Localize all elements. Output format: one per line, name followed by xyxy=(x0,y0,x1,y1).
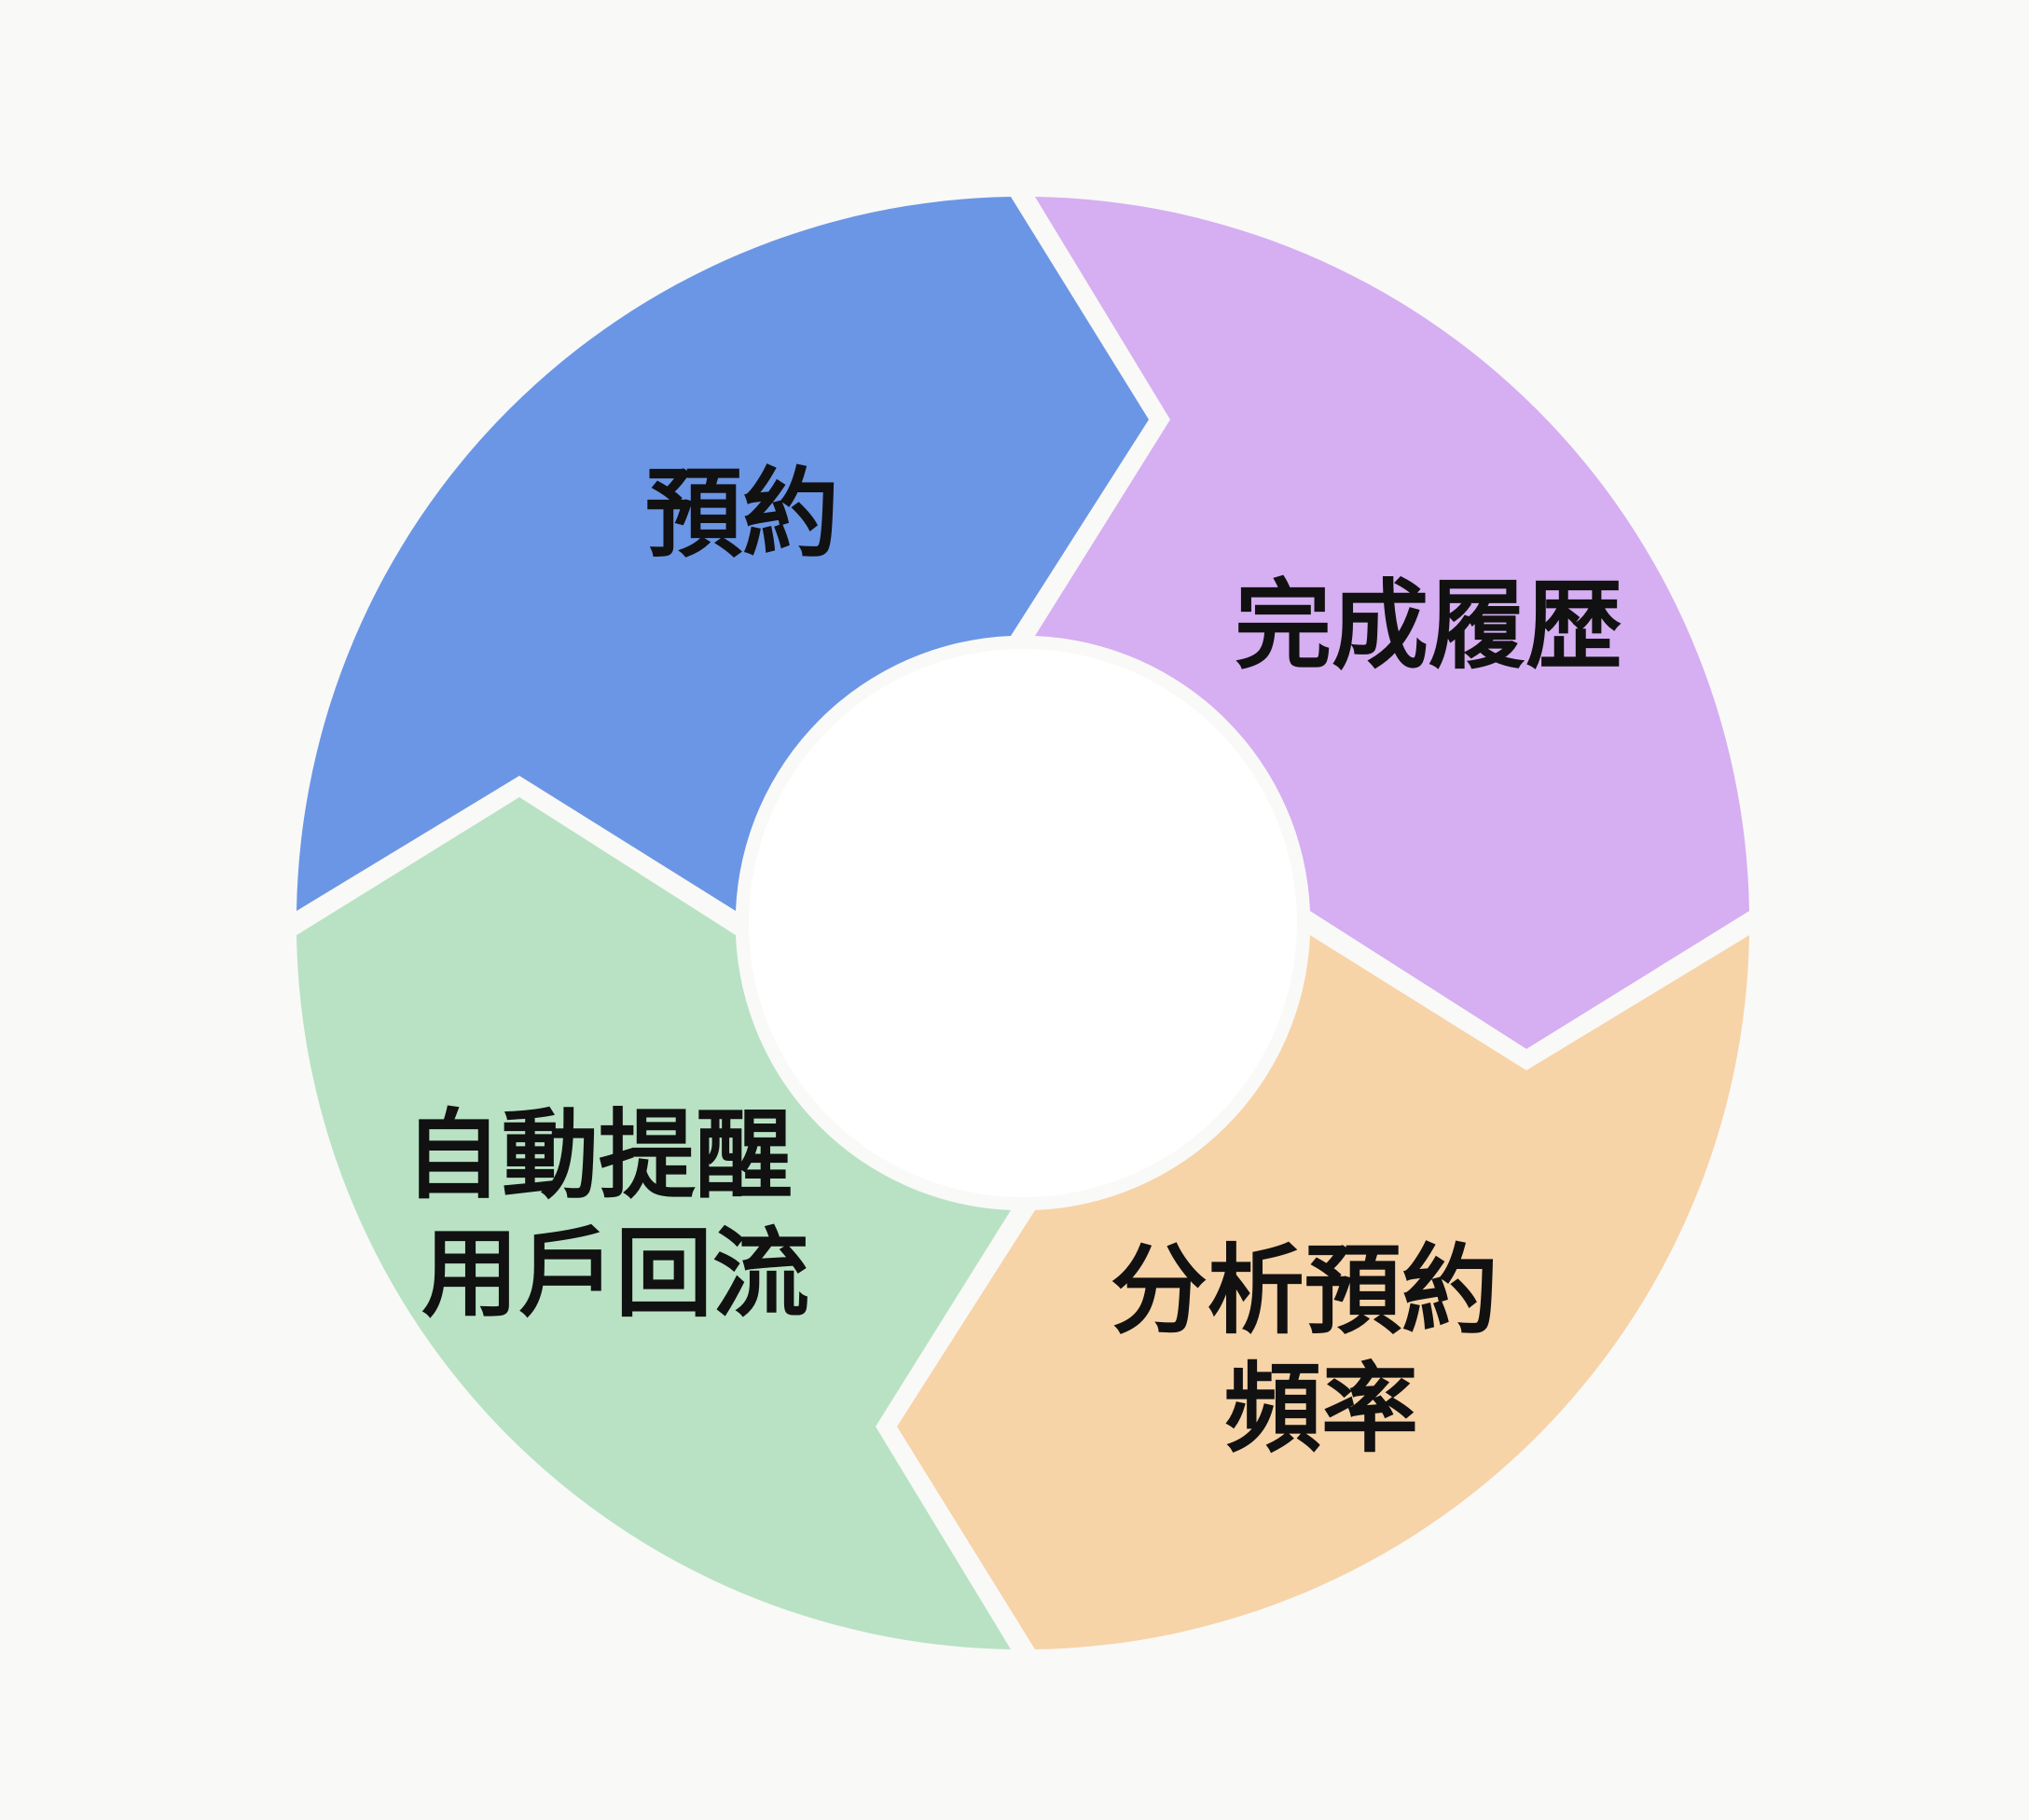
segment-auto-reminder-arrow xyxy=(297,797,1011,1649)
label-analyze-frequency: 分析預約 頻率 xyxy=(1111,1234,1532,1466)
segment-booking-arrow xyxy=(297,197,1149,911)
segment-analyze-frequency-arrow xyxy=(897,935,1749,1649)
segment-completion-history-arrow xyxy=(1035,197,1749,1049)
label-completion-history: 完成履歴 xyxy=(1235,569,1622,682)
center-hole xyxy=(749,649,1297,1197)
label-auto-reminder: 自動提醒 用戶回流 xyxy=(405,1098,826,1331)
label-booking: 預約 xyxy=(645,457,839,571)
cycle-ring xyxy=(297,197,1749,1649)
